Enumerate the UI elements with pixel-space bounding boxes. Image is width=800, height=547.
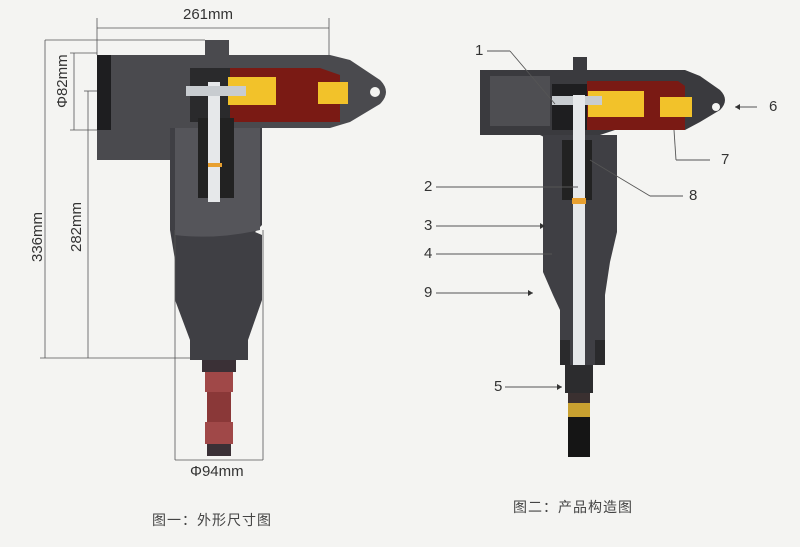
callout-4: 4 bbox=[424, 245, 433, 262]
callout-2: 2 bbox=[424, 178, 433, 195]
arrowheads bbox=[528, 104, 740, 390]
callout-5: 5 bbox=[494, 378, 503, 395]
callout-9: 9 bbox=[424, 284, 433, 301]
figure2-leader-lines bbox=[436, 50, 757, 388]
callout-8: 8 bbox=[689, 187, 698, 204]
dimension-phi-bottom: Φ94mm bbox=[190, 463, 244, 480]
figure2-connector bbox=[480, 57, 725, 457]
figure1-dimension-lines bbox=[40, 18, 330, 461]
dimension-width-top: 261mm bbox=[183, 6, 234, 23]
figure2-caption: 图二：产品构造图 bbox=[513, 500, 633, 516]
dimension-height-lower: 282mm bbox=[68, 201, 85, 252]
callout-7: 7 bbox=[721, 151, 730, 168]
figure1-connector bbox=[97, 40, 386, 456]
callout-6: 6 bbox=[769, 98, 778, 115]
callout-1: 1 bbox=[475, 42, 484, 59]
callout-3: 3 bbox=[424, 217, 433, 234]
figure1-caption: 图一：外形尺寸图 bbox=[152, 513, 272, 529]
dimension-phi-head: Φ82mm bbox=[54, 54, 71, 108]
dimension-height-total: 336mm bbox=[29, 211, 46, 262]
